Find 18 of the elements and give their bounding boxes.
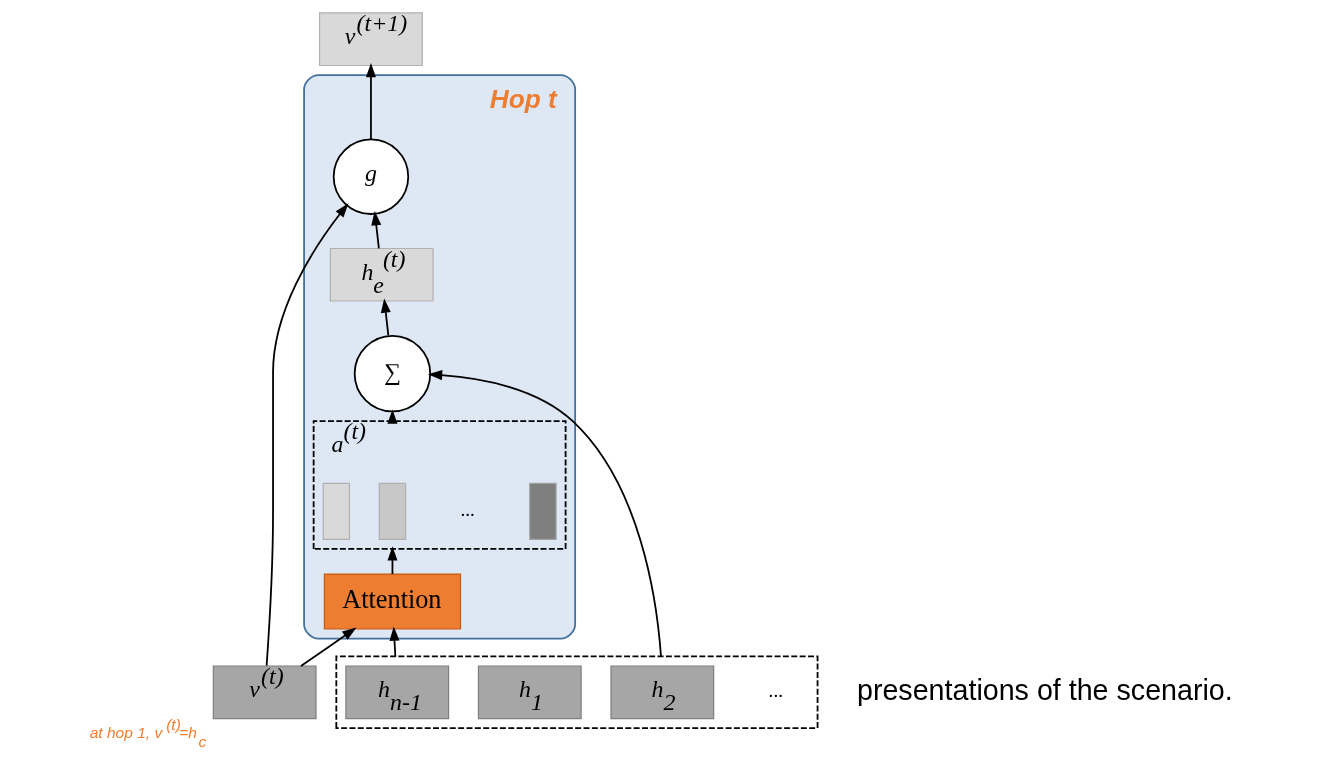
arrow	[387, 546, 398, 575]
arrow	[371, 210, 382, 250]
node-bar	[529, 482, 557, 540]
arrow	[300, 627, 357, 667]
node-bar	[322, 482, 351, 540]
arrow	[265, 203, 349, 667]
node-circle: ∑	[353, 334, 432, 413]
node-box: Attention	[323, 573, 462, 630]
node-bar	[378, 482, 407, 540]
arrow	[427, 370, 662, 658]
arrow	[365, 62, 376, 141]
node-circle: g	[332, 138, 410, 215]
label: presentations of the scenario.	[856, 673, 1233, 706]
label: ...	[460, 498, 475, 520]
label: ...	[768, 679, 783, 701]
arrow	[380, 298, 391, 337]
arrow	[389, 626, 400, 658]
cluster	[335, 655, 819, 729]
